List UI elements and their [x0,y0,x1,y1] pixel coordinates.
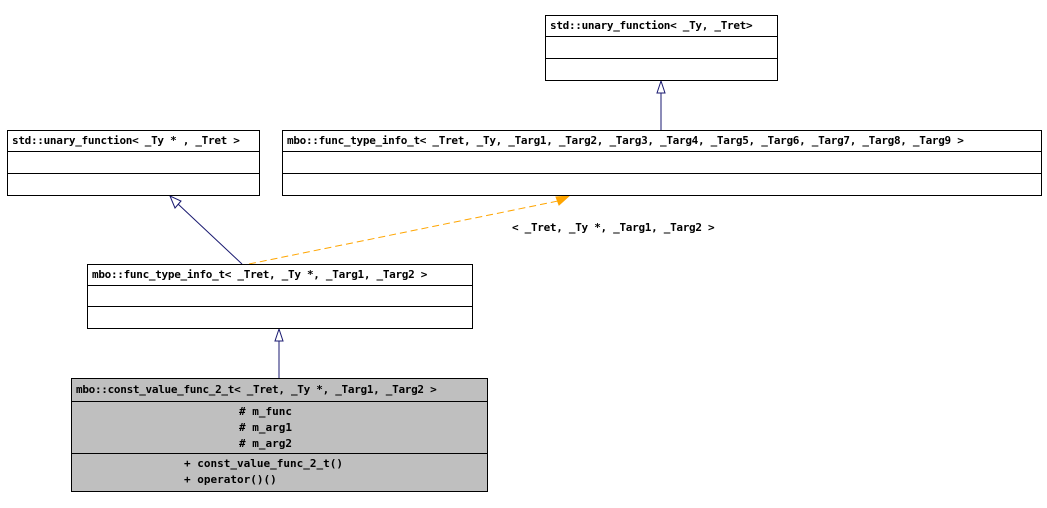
class-name: mbo::func_type_info_t< _Tret, _Ty *, _Ta… [88,265,472,286]
method-constructor: + const_value_func_2_t() [184,457,343,470]
inheritance-edge-generic [656,79,666,130]
class-name: mbo::func_type_info_t< _Tret, _Ty, _Targ… [283,131,1041,152]
class-name: std::unary_function< _Ty, _Tret> [546,16,777,37]
class-box-const-value-func[interactable]: mbo::const_value_func_2_t< _Tret, _Ty *,… [71,378,488,492]
inheritance-edge-const-value [274,327,284,378]
inheritance-edge-unary-ptr [169,195,243,265]
template-binding-label: < _Tret, _Ty *, _Targ1, _Targ2 > [512,221,715,234]
template-binding-edge [248,195,571,265]
methods-section [8,174,259,195]
methods-section [88,307,472,328]
class-name: std::unary_function< _Ty * , _Tret > [8,131,259,152]
class-box-func-type-info-generic[interactable]: mbo::func_type_info_t< _Tret, _Ty, _Targ… [282,130,1042,196]
class-box-func-type-info-instance[interactable]: mbo::func_type_info_t< _Tret, _Ty *, _Ta… [87,264,473,329]
attributes-section [8,152,259,174]
attributes-section [546,37,777,59]
method-call-operator: + operator()() [184,473,277,486]
methods-section: + const_value_func_2_t() + operator()() [72,454,487,488]
class-box-unary-function-ty[interactable]: std::unary_function< _Ty, _Tret> [545,15,778,81]
methods-section [283,174,1041,195]
attribute-m-arg2: # m_arg2 [239,437,292,450]
attributes-section: # m_func # m_arg1 # m_arg2 [72,402,487,454]
attributes-section [283,152,1041,174]
attributes-section [88,286,472,307]
attribute-m-arg1: # m_arg1 [239,421,292,434]
methods-section [546,59,777,80]
class-name: mbo::const_value_func_2_t< _Tret, _Ty *,… [72,379,487,402]
attribute-m-func: # m_func [239,405,292,418]
class-box-unary-function-ty-ptr[interactable]: std::unary_function< _Ty * , _Tret > [7,130,260,196]
